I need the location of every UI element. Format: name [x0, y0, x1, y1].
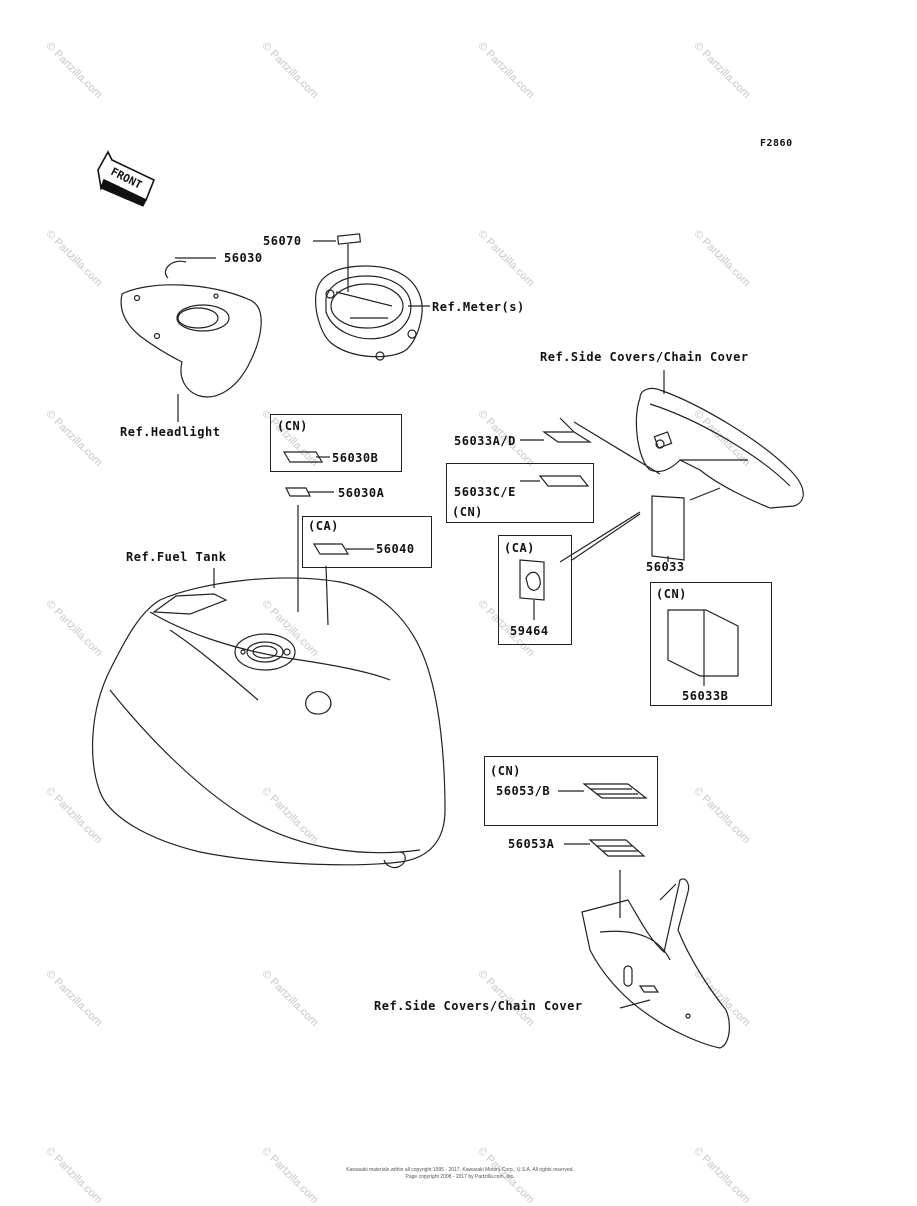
ref-side-covers-top-label[interactable]: Ref.Side Covers/Chain Cover — [540, 350, 749, 364]
meter-drawing — [313, 233, 430, 361]
front-arrow-icon: FRONT — [97, 150, 156, 207]
cn-box-56053B — [484, 756, 658, 826]
sticker-56053B — [582, 783, 648, 799]
ref-headlight-label[interactable]: Ref.Headlight — [120, 425, 221, 439]
sticker-56030A — [285, 487, 311, 497]
ref-fuel-tank-label[interactable]: Ref.Fuel Tank — [126, 550, 227, 564]
ref-side-covers-bottom-label[interactable]: Ref.Side Covers/Chain Cover — [374, 999, 583, 1013]
part-59464-label[interactable]: 59464 — [510, 624, 549, 638]
sticker-56033B — [667, 609, 739, 686]
figure-code: F2860 — [760, 138, 793, 149]
cn-tag: (CN) — [490, 764, 521, 778]
cn-tag: (CN) — [656, 587, 687, 601]
cn-box-56033B — [650, 582, 772, 706]
part-56030B-label[interactable]: 56030B — [332, 451, 379, 465]
part-56033CE-label[interactable]: 56033C/E — [454, 485, 516, 499]
cn-box-56033CE — [446, 463, 594, 523]
sticker-56040 — [312, 543, 350, 555]
sticker-56033AD — [520, 417, 661, 475]
part-56033-label[interactable]: 56033 — [646, 560, 685, 574]
ca-box-56040 — [302, 516, 432, 568]
ca-tag: (CA) — [504, 541, 535, 555]
part-56033B-label[interactable]: 56033B — [682, 689, 729, 703]
side-cover-upper-drawing — [635, 370, 804, 509]
sticker-56030B — [282, 451, 324, 463]
ref-meter-label[interactable]: Ref.Meter(s) — [432, 300, 525, 314]
part-56040-label[interactable]: 56040 — [376, 542, 415, 556]
cn-box-56030B — [270, 414, 402, 472]
side-cover-lower-drawing — [581, 878, 730, 1049]
cn-tag: (CN) — [452, 505, 483, 519]
headlight-drawing — [120, 257, 262, 422]
part-56033AD-label[interactable]: 56033A/D — [454, 434, 516, 448]
sticker-59464 — [519, 559, 545, 620]
part-56053A-label[interactable]: 56053A — [508, 837, 555, 851]
ca-tag: (CA) — [308, 519, 339, 533]
cn-tag: (CN) — [277, 419, 308, 433]
sticker-56033 — [559, 495, 685, 563]
copyright-line-2: Page copyright 2008 - 2017 by Partzilla.… — [405, 1174, 515, 1180]
part-56030-label[interactable]: 56030 — [224, 251, 263, 265]
sticker-56053A — [588, 839, 646, 857]
part-56070-label[interactable]: 56070 — [263, 234, 302, 248]
part-56030A-label[interactable]: 56030A — [338, 486, 385, 500]
copyright-line-1: Kawasaki materials within all copyright … — [346, 1167, 574, 1173]
fuel-tank-drawing — [91, 568, 446, 869]
ca-box-59464 — [498, 535, 572, 645]
part-56053B-label[interactable]: 56053/B — [496, 784, 551, 798]
sticker-56033CE — [538, 475, 590, 487]
